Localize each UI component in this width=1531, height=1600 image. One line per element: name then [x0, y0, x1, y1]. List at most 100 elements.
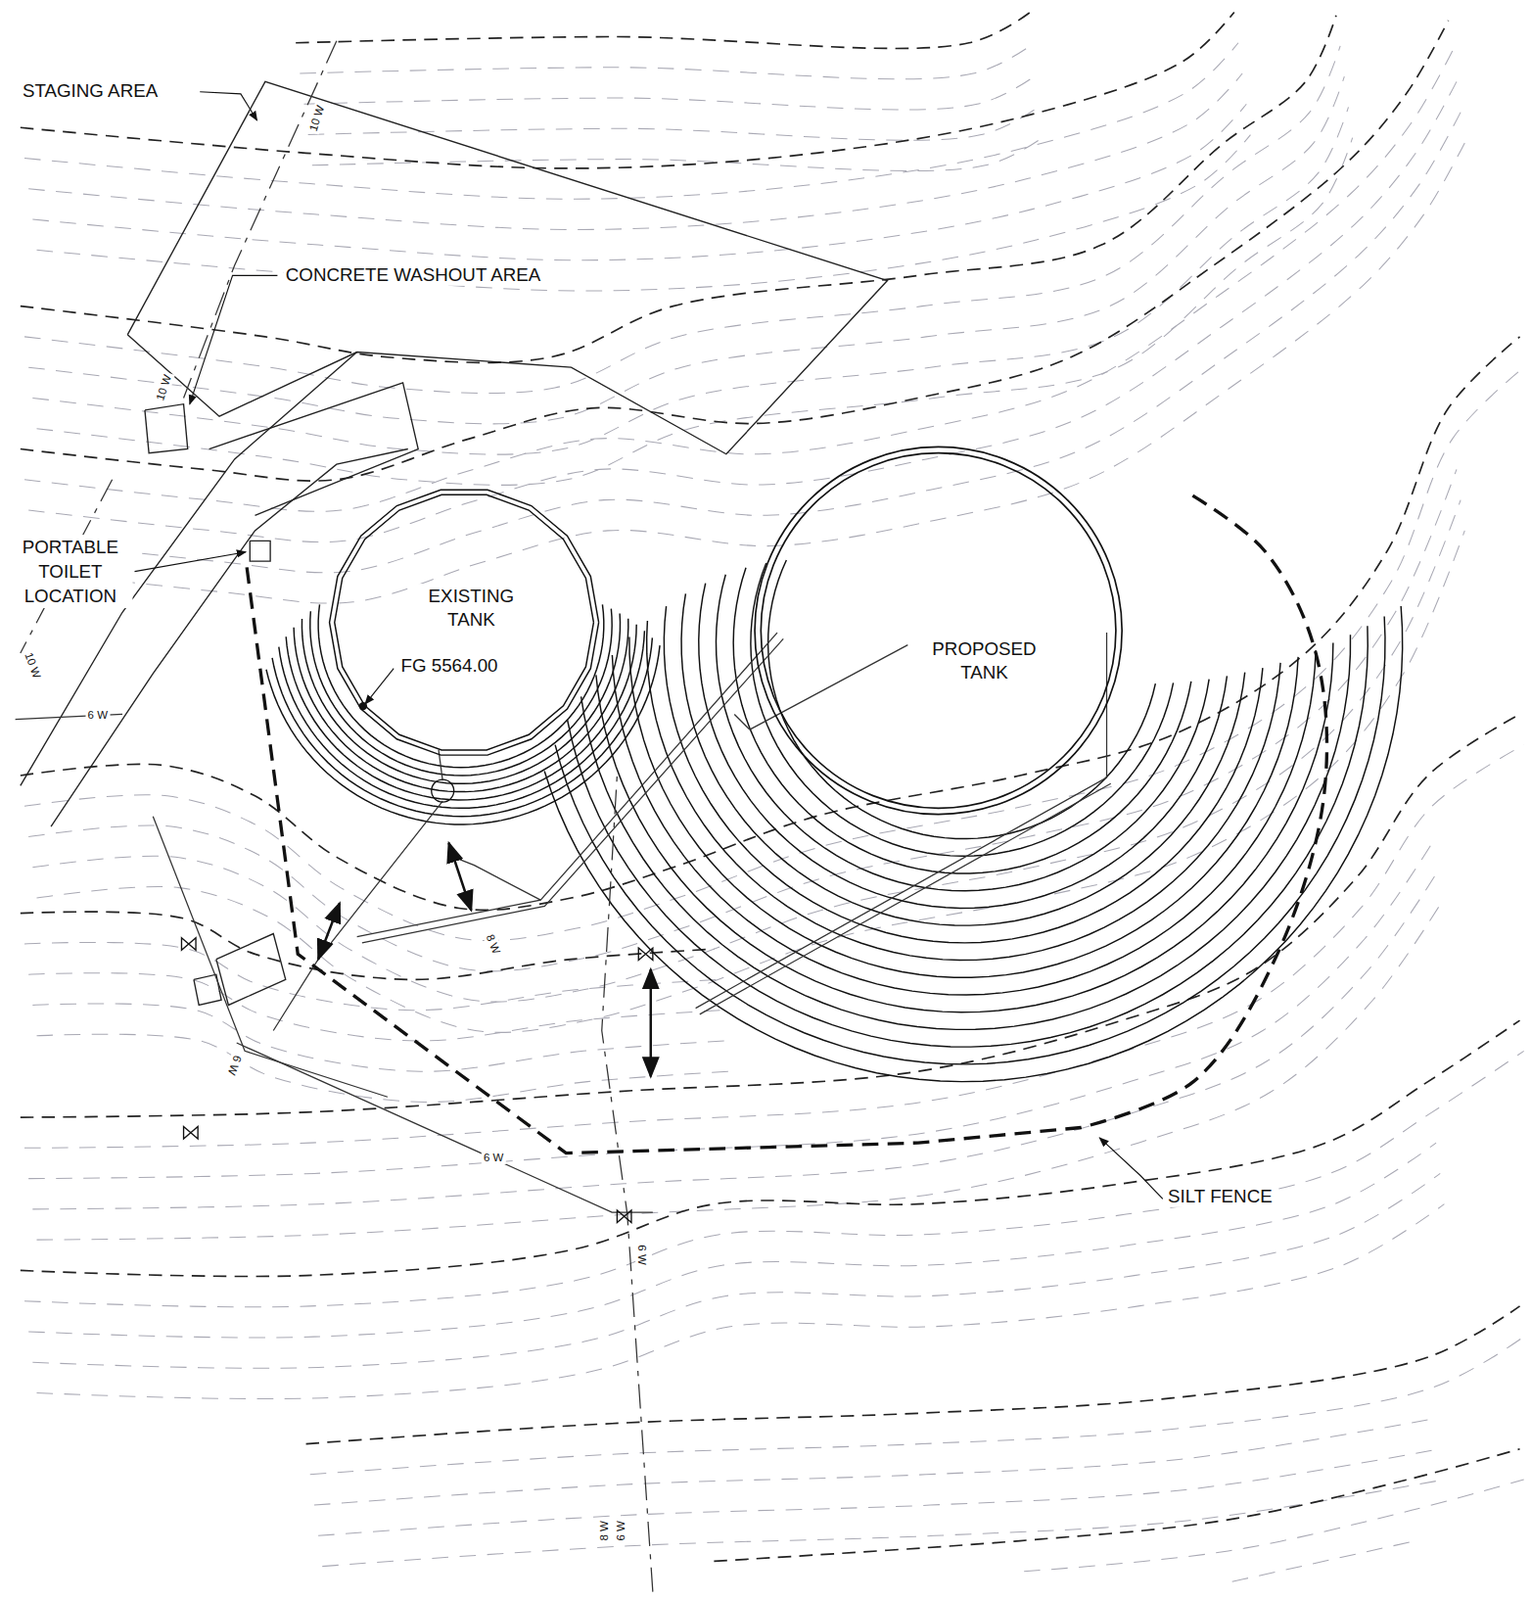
- tank-outline: PROPOSED TANK: [752, 444, 1124, 816]
- existing-contour: [37, 138, 1353, 486]
- fitting-arrow: [448, 842, 471, 911]
- water-pipe: [236, 1042, 653, 1212]
- existing-contour: [318, 1448, 1440, 1536]
- grading-contour: [768, 559, 1157, 839]
- pipe-size-label: 10 W: [152, 371, 175, 404]
- pipe-size-label: 6 W: [613, 1518, 627, 1543]
- existing-contour: [24, 43, 1239, 199]
- water-pipe: [273, 800, 443, 1030]
- pipe-size-label: 10 W: [306, 101, 328, 135]
- staging-area: [127, 81, 887, 454]
- water-pipe: [152, 816, 388, 1098]
- tank-shape: [752, 444, 1124, 816]
- existing-contour: [28, 1142, 1437, 1338]
- existing-contour: [312, 135, 1047, 172]
- leader-line: [365, 668, 394, 704]
- existing-contour: [24, 1050, 1525, 1306]
- grading-contour: [647, 620, 1281, 961]
- existing-contour: [310, 1336, 1525, 1475]
- existing-contour: [322, 1479, 1444, 1567]
- existing-contour: [28, 836, 1437, 1179]
- leader-line: [189, 275, 279, 404]
- grading-contour: [733, 567, 1192, 874]
- grading-contour: [555, 615, 1386, 1064]
- grading-contour: [581, 634, 1351, 1029]
- water-main: [602, 775, 653, 1592]
- pipe-size-label: 6 W: [481, 1150, 507, 1163]
- existing-contour: [32, 1172, 1440, 1368]
- water-pipe: [357, 632, 778, 937]
- driveway: [209, 382, 419, 515]
- existing-contour: [304, 73, 1039, 110]
- existing-contour: [24, 367, 1525, 940]
- water-main: [184, 41, 337, 399]
- tank-wall: [754, 446, 1122, 814]
- grading-contour: [278, 630, 646, 808]
- pipe-size-label: 10 W: [21, 649, 45, 683]
- existing-contour: [32, 112, 1461, 573]
- grading-contour: [266, 645, 660, 825]
- pipe-size-label: 6 W: [224, 1051, 245, 1079]
- existing-contour: [28, 973, 723, 1041]
- index-contour: [306, 1305, 1521, 1444]
- existing-contour: [28, 73, 1243, 230]
- index-contour: [713, 1448, 1520, 1562]
- existing-contour: [37, 897, 1445, 1240]
- callout-label: CONCRETE WASHOUT AREA: [283, 264, 544, 286]
- callout-label: STAGING AREA: [20, 80, 160, 102]
- pipe-size-label: 8 W: [482, 929, 504, 958]
- existing-contour: [37, 142, 1466, 604]
- existing-contour: [28, 468, 1457, 972]
- callout-label: FG 5564.00: [398, 654, 500, 677]
- water-pipe: [734, 713, 750, 730]
- existing-contour: [28, 76, 1345, 424]
- fitting-arrow: [649, 969, 653, 1076]
- existing-contour: [24, 46, 1341, 394]
- grading-contour: [272, 637, 652, 816]
- grading-contour: [629, 637, 1299, 978]
- existing-contour: [24, 50, 1453, 511]
- access-road: [50, 449, 409, 828]
- leader-line: [199, 92, 257, 121]
- leader-line: [1099, 1137, 1163, 1200]
- pipe-size-label: 8 W: [598, 1518, 611, 1543]
- grading-contour: [698, 583, 1228, 909]
- pipe-size-label: 6 W: [86, 707, 111, 721]
- existing-contour: [308, 103, 1043, 140]
- existing-contour: [24, 744, 1525, 1149]
- callout-label: PORTABLE TOILET LOCATION: [7, 534, 133, 608]
- grading-contour: [681, 593, 1246, 926]
- tank-wall: [334, 494, 595, 750]
- fitting-arrow: [318, 902, 340, 959]
- grading-contour: [301, 612, 620, 784]
- existing-contour: [37, 1204, 1445, 1399]
- tank-wall: [760, 453, 1116, 809]
- tank-label: EXISTING TANK: [408, 583, 535, 633]
- index-contour: [20, 12, 1235, 169]
- existing-contour: [24, 941, 719, 1010]
- index-contour: [20, 336, 1521, 910]
- index-contour: [20, 20, 1449, 481]
- tank-outline: EXISTING TANK: [326, 485, 601, 759]
- existing-contour: [32, 103, 1247, 260]
- silt-fence: [246, 492, 1327, 1153]
- index-contour: [295, 12, 1030, 49]
- valve-symbol: [184, 1125, 199, 1139]
- valve-symbol: [181, 937, 196, 951]
- valve-vault: [431, 779, 455, 802]
- water-pipe: [699, 783, 1112, 1015]
- existing-contour: [32, 106, 1348, 455]
- pipe-size-label: 6 W: [636, 1242, 650, 1267]
- existing-contour: [1023, 1479, 1525, 1572]
- callout-label: SILT FENCE: [1165, 1185, 1275, 1207]
- washout-box: [144, 404, 188, 454]
- existing-contour: [32, 867, 1440, 1209]
- tank-label: PROPOSED TANK: [921, 636, 1048, 686]
- grading-contour: [663, 605, 1263, 943]
- tank-wall: [329, 489, 600, 755]
- valve-symbol: [638, 947, 653, 961]
- grading-contour: [544, 605, 1402, 1082]
- vault-box: [216, 933, 286, 1006]
